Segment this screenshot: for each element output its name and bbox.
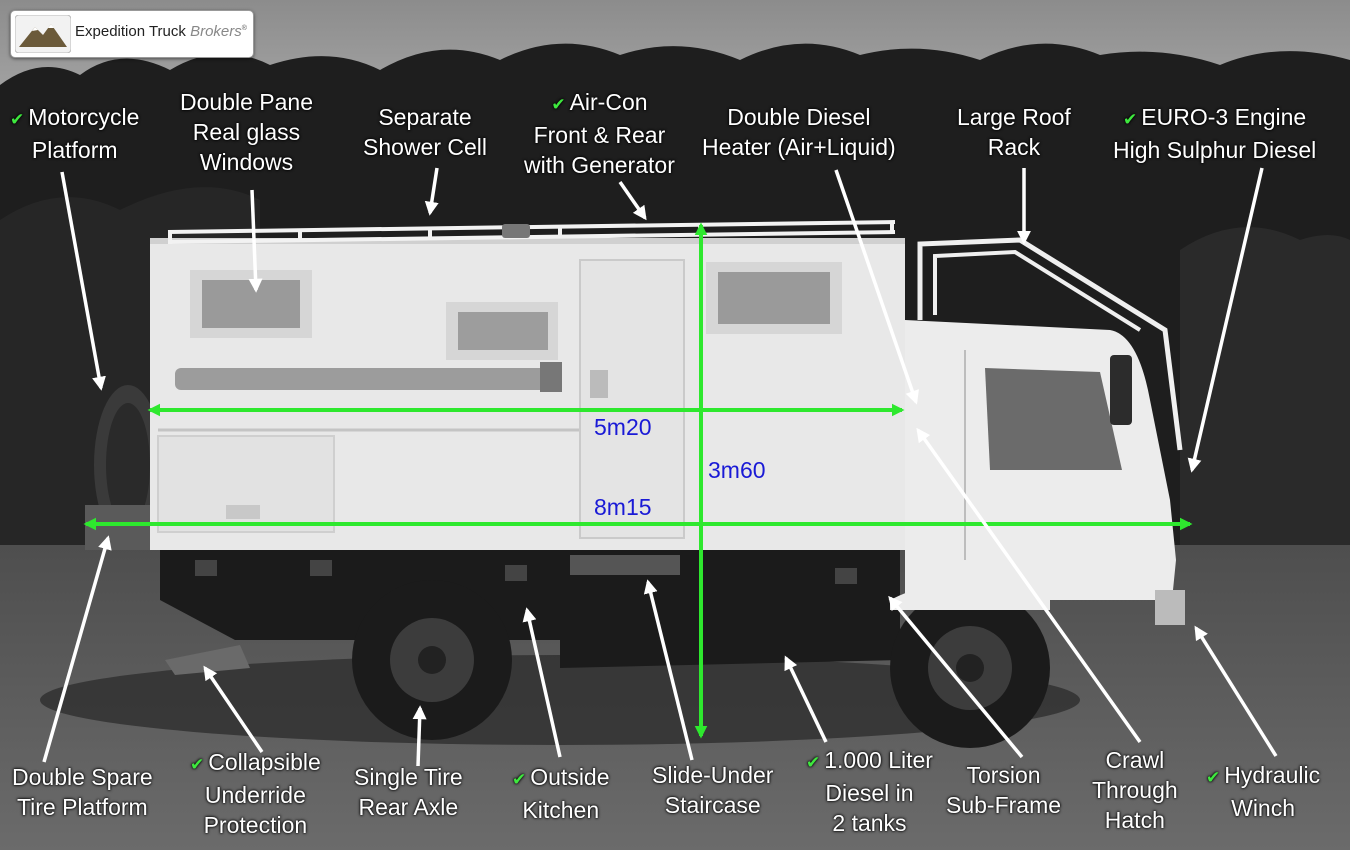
feature-single-tire-rear-axle: Single Tire Rear Axle — [354, 764, 463, 820]
feature-separate-shower-cell: Separate Shower Cell — [363, 104, 487, 160]
brand-name-accent: Brokers — [190, 23, 242, 40]
feature-double-spare-tire: Double Spare Tire Platform — [12, 764, 153, 820]
window-2 — [458, 312, 548, 350]
check-icon: ✔ — [1206, 768, 1221, 787]
window-1 — [202, 280, 300, 328]
feature-large-roof-rack: Large Roof Rack — [957, 104, 1071, 160]
feature-double-diesel-heater: Double Diesel Heater (Air+Liquid) — [702, 104, 896, 160]
entry-door — [579, 259, 685, 539]
front-wheel — [890, 588, 1050, 748]
check-icon: ✔ — [190, 755, 205, 774]
brand-logo: Expedition Truck Brokers® — [10, 10, 254, 58]
feature-outside-kitchen: ✔Outside Kitchen — [512, 764, 610, 823]
feature-air-con: ✔Air-Con Front & Rear with Generator — [524, 89, 675, 178]
window-3 — [718, 272, 830, 324]
box-length-label: 5m20 — [594, 414, 652, 440]
feature-crawl-through-hatch: Crawl Through Hatch — [1092, 747, 1178, 833]
feature-motorcycle-platform: ✔Motorcycle Platform — [10, 104, 140, 163]
callout-arrows — [42, 167, 1278, 767]
feature-euro3-engine: ✔EURO-3 Engine High Sulphur Diesel — [1113, 104, 1317, 163]
feature-double-pane-windows: Double Pane Real glass Windows — [180, 89, 313, 175]
feature-hydraulic-winch: ✔Hydraulic Winch — [1206, 762, 1321, 821]
underbody-lockers — [160, 545, 900, 668]
check-icon: ✔ — [512, 770, 527, 789]
registered-mark: ® — [241, 25, 247, 32]
dimension-arrows — [83, 222, 1193, 739]
check-icon: ✔ — [551, 95, 566, 114]
brand-name-main: Expedition Truck — [75, 23, 186, 40]
check-icon: ✔ — [10, 110, 25, 129]
truck-shadow — [40, 655, 1080, 745]
check-icon: ✔ — [806, 753, 821, 772]
rear-wheel — [352, 580, 512, 740]
feature-diesel-tanks: ✔1.000 Liter Diesel in 2 tanks — [806, 747, 933, 836]
mountain-logo-icon — [15, 15, 71, 53]
feature-collapsible-underride: ✔Collapsible Underride Protection — [190, 749, 321, 838]
feature-slide-under-staircase: Slide-Under Staircase — [652, 762, 774, 818]
feature-torsion-sub-frame: Torsion Sub-Frame — [946, 762, 1062, 818]
total-height-label: 3m60 — [708, 457, 766, 483]
awning — [175, 368, 560, 390]
brand-name: Expedition Truck Brokers® — [75, 23, 247, 40]
total-length-label: 8m15 — [594, 494, 652, 520]
cab-window — [985, 368, 1122, 470]
check-icon: ✔ — [1123, 110, 1138, 129]
